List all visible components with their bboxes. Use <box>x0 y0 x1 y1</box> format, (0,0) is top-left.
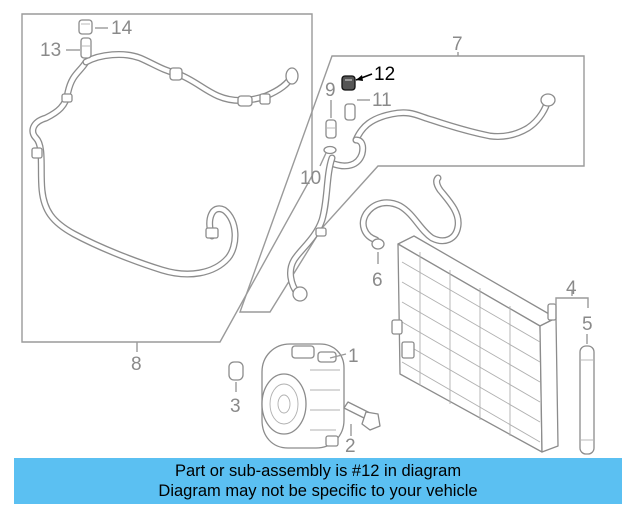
callout-6: 6 <box>372 270 383 291</box>
part-4-condenser <box>391 235 559 453</box>
part-6-hose <box>359 174 462 250</box>
callout-8: 8 <box>131 354 142 375</box>
callout-12: 12 <box>374 64 395 85</box>
banner-line-2: Diagram may not be specific to your vehi… <box>158 482 478 500</box>
callout-11: 11 <box>372 90 392 111</box>
group-8-outline <box>21 13 313 343</box>
callout-10: 10 <box>300 168 321 189</box>
part-9-valve <box>325 119 337 139</box>
callout-14: 14 <box>111 18 133 39</box>
callout-5: 5 <box>582 314 593 335</box>
info-banner: Part or sub-assembly is #12 in diagram D… <box>14 458 622 504</box>
part-1-compressor <box>261 343 345 449</box>
group-7-outline <box>239 55 585 313</box>
callout-9: 9 <box>325 80 336 101</box>
callout-7: 7 <box>452 34 463 55</box>
callout-2: 2 <box>345 436 356 457</box>
ac-system-exploded-diagram: 1 2 3 4 5 6 7 8 9 10 11 12 13 14 <box>21 13 595 457</box>
banner-line-1: Part or sub-assembly is #12 in diagram <box>174 462 462 480</box>
part-13-valve <box>80 37 92 59</box>
callout-4: 4 <box>566 278 577 299</box>
callout-13: 13 <box>40 40 61 61</box>
hose-assembly-8 <box>29 51 299 278</box>
part-2-bolt <box>343 401 381 431</box>
part-14-cap <box>78 19 93 35</box>
part-11-cap <box>344 103 356 121</box>
callout-3: 3 <box>230 396 241 417</box>
callout-1: 1 <box>348 346 359 367</box>
part-5-receiver-drier <box>579 345 595 455</box>
part-10-o-ring <box>323 145 337 155</box>
part-3-cap <box>228 361 244 381</box>
part-12-cap <box>341 75 356 91</box>
hose-assembly-7 <box>287 93 556 302</box>
